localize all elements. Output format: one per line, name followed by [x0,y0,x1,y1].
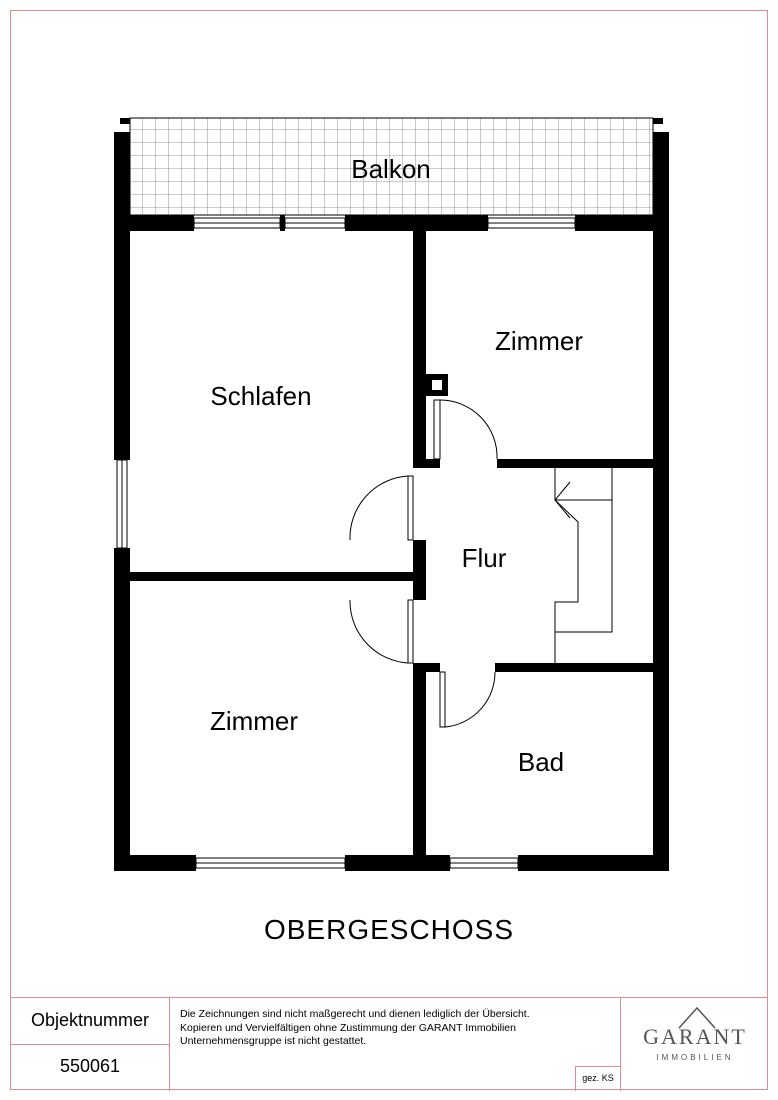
disclaimer-line-1: Die Zeichnungen sind nicht maßgerecht un… [180,1008,530,1020]
room-top-right-label: Zimmer [495,326,583,356]
page-frame [10,10,768,1090]
object-number-separator [10,1044,170,1045]
bathroom-label: Bad [518,747,564,777]
floor-title: OBERGESCHOSS [263,914,515,945]
logo-text: GARANT [643,1024,747,1049]
object-number-label: Objektnummer [30,1010,150,1030]
object-number-box: Objektnummer 550061 [10,998,170,1091]
doors [349,399,498,728]
room-bottom-left-label: Zimmer [210,706,298,736]
windows [116,217,576,869]
footer: Objektnummer 550061 Die Zeichnungen sind… [10,997,768,1091]
balcony [120,117,663,216]
logo-subtext: IMMOBILIEN [656,1053,734,1062]
interior-walls [130,231,653,855]
logo-roof-icon [678,1006,716,1029]
disclaimer-line-2: Kopieren und Vervielfältigen ohne Zustim… [180,1021,516,1034]
drawn-by: gez. KS [575,1066,620,1091]
disclaimer: Die Zeichnungen sind nicht maßgerecht un… [180,1008,620,1049]
stairs [554,468,613,663]
object-number-value: 550061 [59,1056,121,1076]
garant-logo: GARANT IMMOBILIEN [620,998,768,1091]
outer-walls [114,132,669,871]
bedroom-label: Schlafen [210,381,311,411]
hallway-label: Flur [462,543,507,573]
disclaimer-line-3: Unternehmensgruppe ist nicht gestattet. [180,1035,367,1047]
balcony-label: Balkon [351,154,431,184]
floor-plan: Balkon Schlafen Zimmer Flur Zimmer Bad [114,117,669,871]
